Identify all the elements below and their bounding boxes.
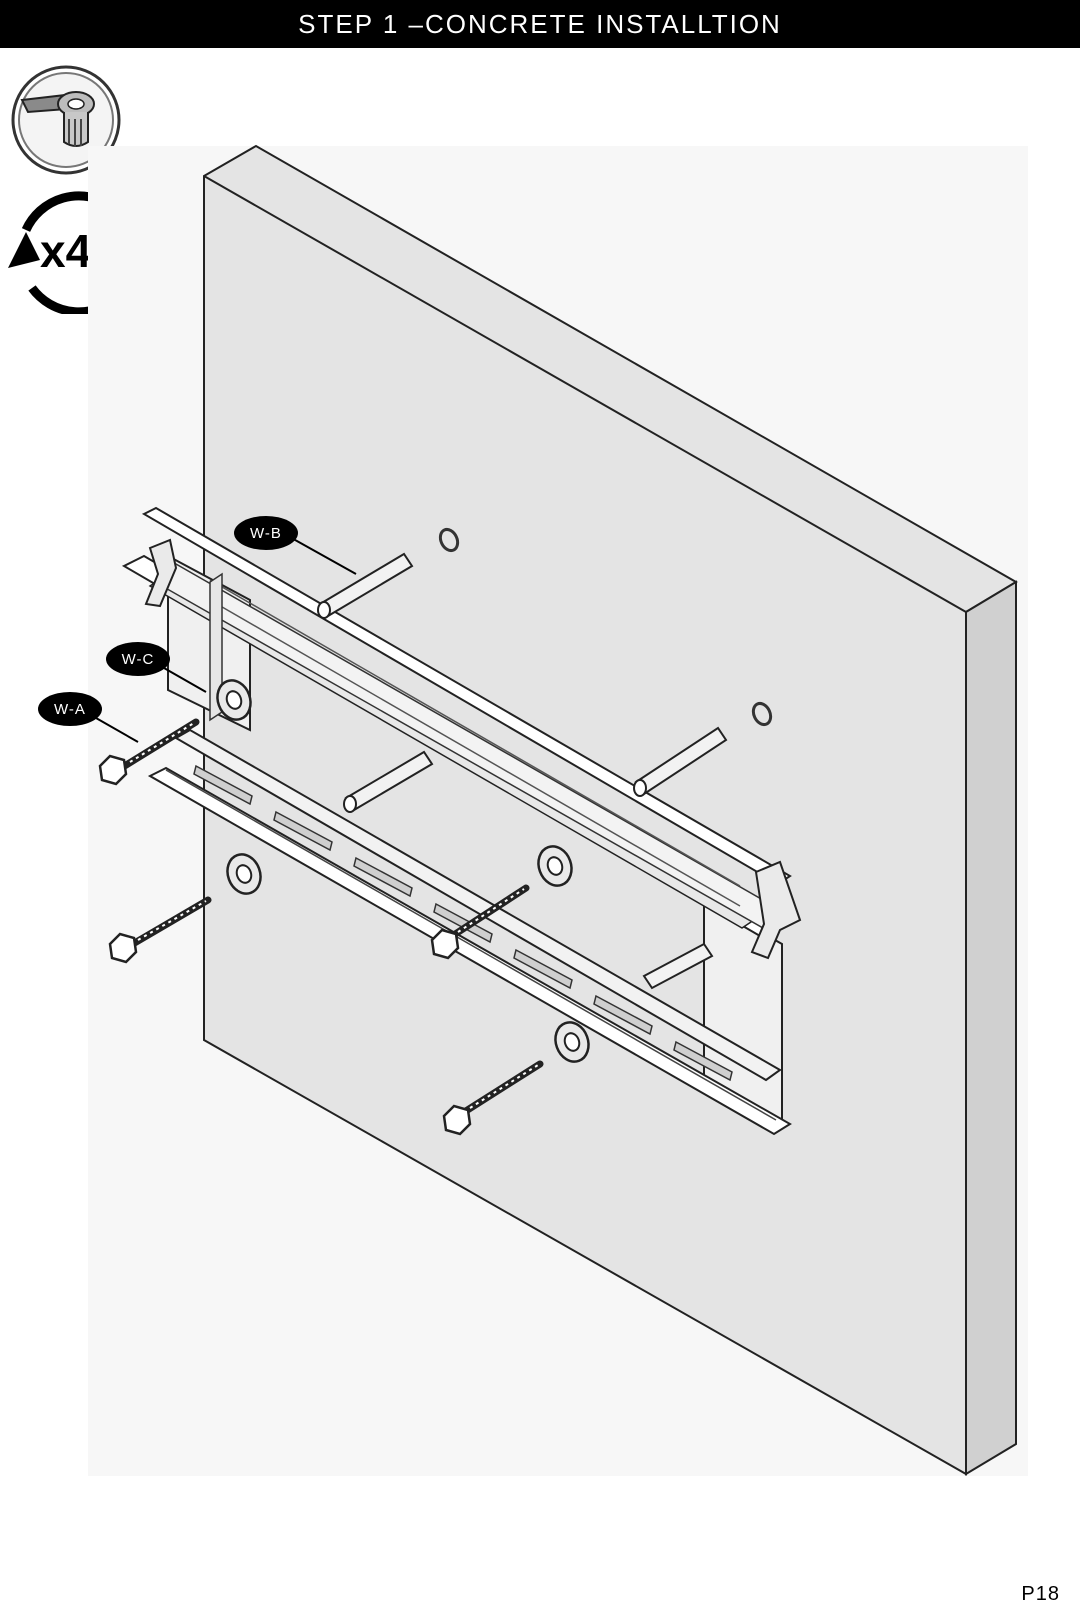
rotate-repeat-icon bbox=[8, 191, 136, 314]
callout-w-c: W-C bbox=[106, 642, 170, 676]
page-number: P18 bbox=[1021, 1583, 1060, 1605]
callout-w-a: W-A bbox=[38, 692, 102, 726]
repeat-count: x4 bbox=[40, 225, 92, 277]
callout-w-b: W-B bbox=[234, 516, 298, 550]
step-title: STEP 1 –CONCRETE INSTALLTION bbox=[298, 8, 782, 39]
page-header: STEP 1 –CONCRETE INSTALLTION bbox=[0, 0, 1080, 48]
socket-wrench-icon bbox=[11, 65, 121, 175]
